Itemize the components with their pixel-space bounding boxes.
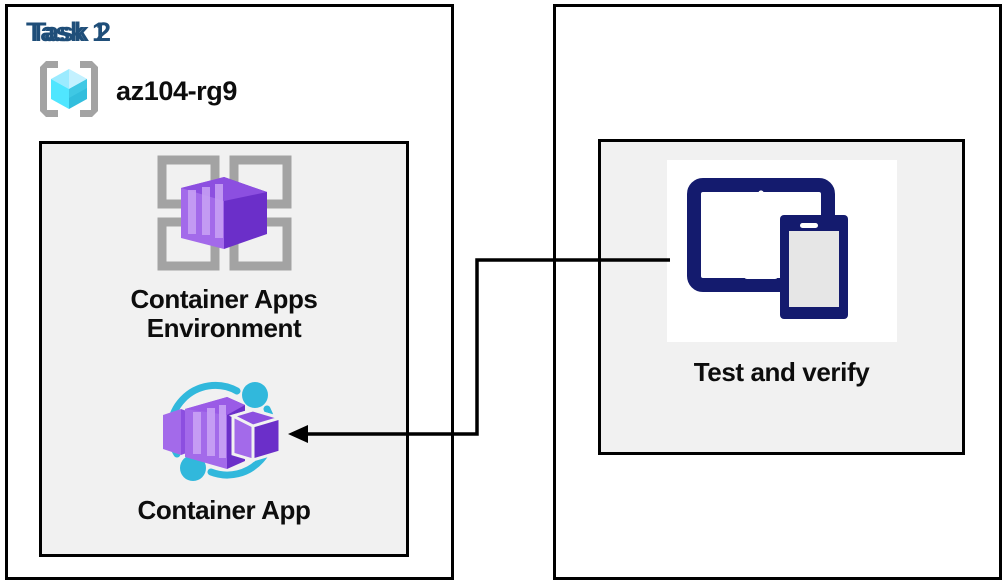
task-1-title: Task 1	[26, 17, 107, 47]
container-app-caption: Container App	[137, 495, 311, 525]
container-apps-environment-node: Container Apps Environment	[39, 152, 409, 343]
azure-resource-group-icon	[36, 58, 102, 125]
task-2-title: Task 2	[30, 17, 111, 47]
test-and-verify-icon-plate	[666, 160, 897, 342]
test-and-verify-node: Test and verify	[598, 160, 965, 387]
container-app-node: Container App	[39, 371, 409, 525]
resource-group-name: az104-rg9	[116, 76, 237, 106]
container-apps-environment-icon	[146, 152, 302, 279]
test-and-verify-caption: Test and verify	[693, 357, 870, 387]
container-apps-environment-caption: Container Apps Environment	[130, 284, 318, 344]
test-and-verify-devices-icon	[682, 169, 882, 334]
resource-group-row: az104-rg9	[36, 58, 237, 125]
container-app-icon	[149, 371, 299, 494]
